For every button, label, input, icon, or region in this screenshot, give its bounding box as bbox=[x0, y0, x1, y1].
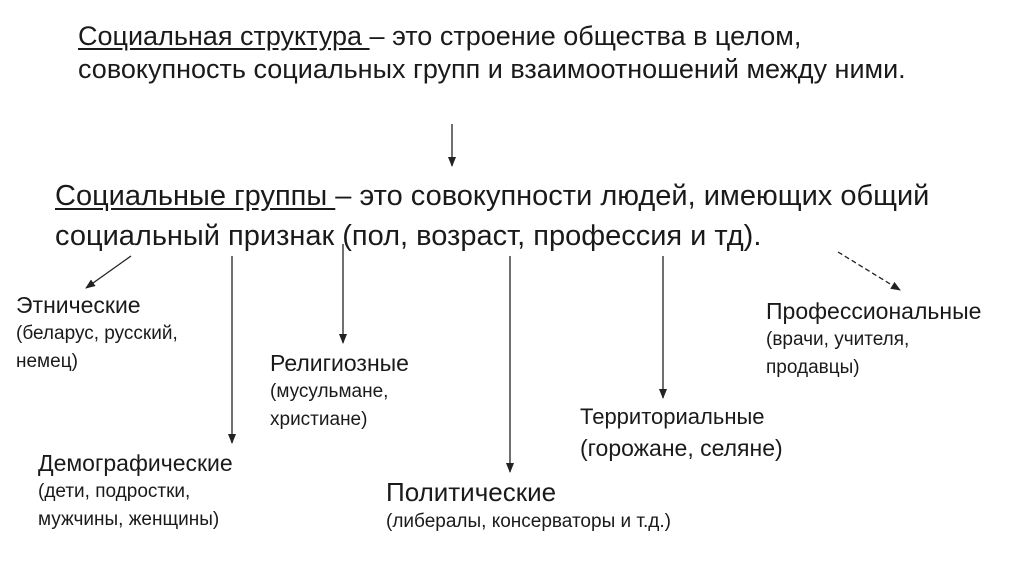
group-territorial-examples: (горожане, селяне) bbox=[580, 432, 783, 464]
group-demographic-example-line: (дети, подростки, bbox=[38, 481, 191, 502]
arrow-to-professional bbox=[837, 251, 901, 291]
arrow-to-ethnic bbox=[85, 255, 132, 289]
social-structure-text: – это строение общества в целом, совокуп… bbox=[78, 21, 906, 84]
social-structure-term: Социальная структура bbox=[78, 21, 370, 51]
group-religious-name: Религиозные bbox=[270, 350, 409, 376]
group-ethnic-example-line: (беларус, русский, bbox=[16, 323, 178, 344]
social-groups-term: Социальные группы bbox=[55, 180, 336, 212]
group-religious-example-line: (мусульмане, bbox=[270, 381, 389, 402]
social-groups-text: – это совокупности людей, имеющих общий … bbox=[55, 180, 930, 252]
group-religious-example-line: христиане) bbox=[270, 409, 368, 430]
group-territorial-name: Территориальные bbox=[580, 404, 765, 429]
group-political: Политические (либералы, консерваторы и т… bbox=[386, 476, 671, 536]
group-ethnic-example-line: немец) bbox=[16, 351, 78, 372]
group-professional: Профессиональные (врачи, учителя, продав… bbox=[766, 296, 981, 382]
social-structure-definition: Социальная структура – это строение обще… bbox=[78, 20, 908, 86]
group-political-example-line: (либералы, консерваторы и т.д.) bbox=[386, 511, 671, 532]
group-ethnic: Этнические (беларус, русский, немец) bbox=[16, 290, 178, 376]
group-ethnic-name: Этнические bbox=[16, 292, 141, 318]
group-demographic-examples: (дети, подростки, мужчины, женщины) bbox=[38, 478, 233, 534]
group-political-examples: (либералы, консерваторы и т.д.) bbox=[386, 508, 671, 536]
group-territorial-example-line: (горожане, селяне) bbox=[580, 435, 783, 461]
group-demographic-example-line: мужчины, женщины) bbox=[38, 509, 220, 530]
group-ethnic-examples: (беларус, русский, немец) bbox=[16, 320, 178, 376]
group-religious: Религиозные (мусульмане, христиане) bbox=[270, 348, 409, 434]
group-professional-examples: (врачи, учителя, продавцы) bbox=[766, 326, 981, 382]
group-demographic-name: Демографические bbox=[38, 450, 233, 476]
group-professional-example-line: продавцы) bbox=[766, 357, 860, 378]
group-professional-name: Профессиональные bbox=[766, 298, 982, 324]
group-demographic: Демографические (дети, подростки, мужчин… bbox=[38, 448, 233, 534]
group-religious-examples: (мусульмане, христиане) bbox=[270, 378, 409, 434]
social-groups-definition: Социальные группы – это совокупности люд… bbox=[55, 176, 955, 256]
group-territorial: Территориальные (горожане, селяне) bbox=[580, 402, 783, 464]
group-political-name: Политические bbox=[386, 477, 557, 507]
group-professional-example-line: (врачи, учителя, bbox=[766, 329, 910, 350]
